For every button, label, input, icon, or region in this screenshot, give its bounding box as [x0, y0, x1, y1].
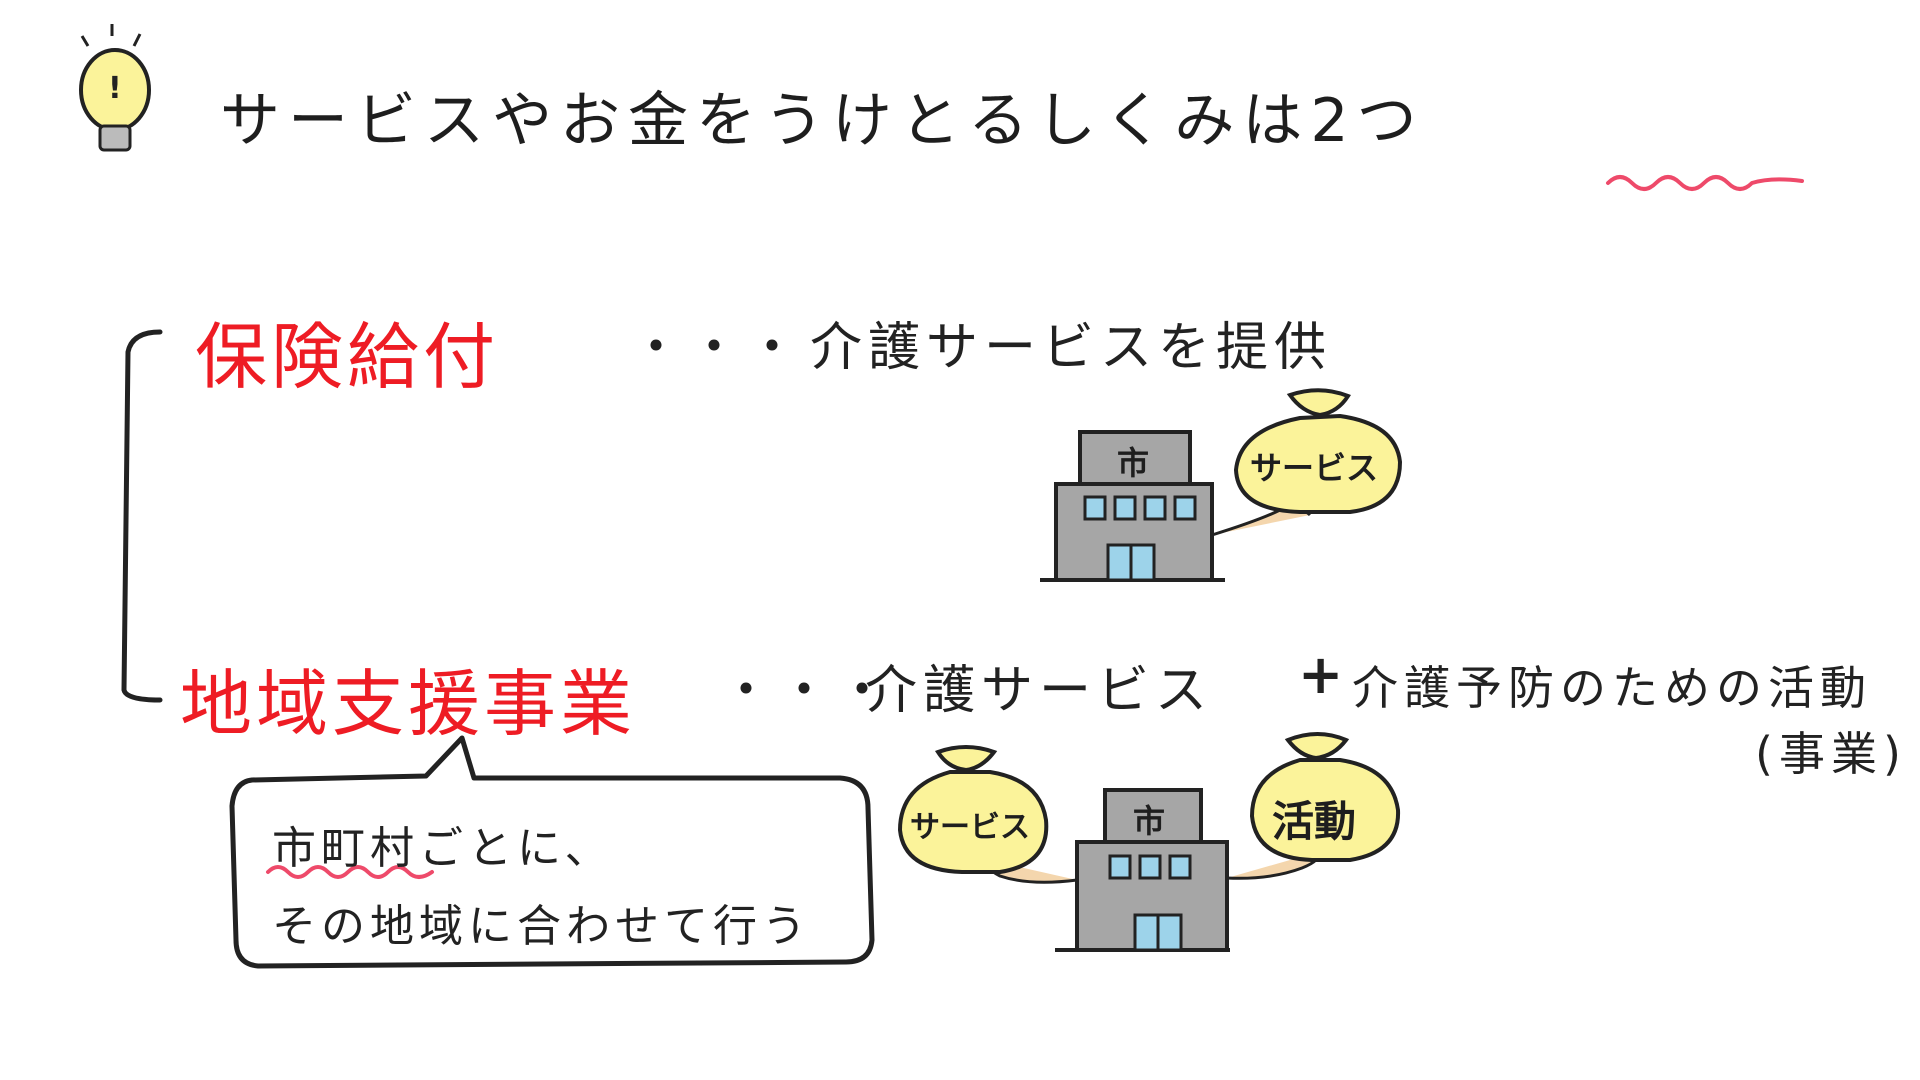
- page-title: サービスやお金をうけとるしくみは2つ: [220, 86, 1425, 156]
- item2-description: 介護サービス: [865, 661, 1214, 721]
- item2-dots: ・・・: [720, 661, 895, 721]
- bubble-squiggle: [266, 865, 434, 879]
- service-bag-1: [1211, 388, 1403, 537]
- item1-dots: ・・・: [630, 318, 805, 378]
- item2-extra-note: (事業): [1755, 727, 1907, 781]
- item1-description: 介護サービスを提供: [810, 318, 1333, 378]
- speech-bubble: [229, 735, 875, 969]
- bag-1-label: サービス: [1250, 449, 1379, 487]
- building-2-label: 市: [1133, 802, 1166, 840]
- svg-text:!: !: [108, 71, 122, 106]
- bubble-line-1: 市町村ごとに、: [272, 823, 614, 874]
- building-1-label: 市: [1117, 444, 1150, 482]
- illustration-building-1: [1040, 430, 1225, 582]
- service-bag-2: [897, 745, 1078, 884]
- plus-sign: +: [1298, 643, 1344, 706]
- category-insurance-benefit: 保険給付: [195, 315, 500, 399]
- item2-extra: 介護予防のための活動: [1352, 661, 1872, 715]
- category-community-support: 地域支援事業: [180, 662, 637, 746]
- activity-bag: [1226, 732, 1401, 880]
- bag-2-right-label: 活動: [1272, 797, 1357, 846]
- bracket: [121, 329, 163, 703]
- bubble-line-2: その地域に合わせて行う: [272, 901, 811, 952]
- lightbulb-icon: !: [79, 24, 151, 152]
- bag-2-left-label: サービス: [910, 810, 1030, 845]
- title-squiggle: [1606, 175, 1804, 191]
- illustration-building-2: [1055, 788, 1230, 952]
